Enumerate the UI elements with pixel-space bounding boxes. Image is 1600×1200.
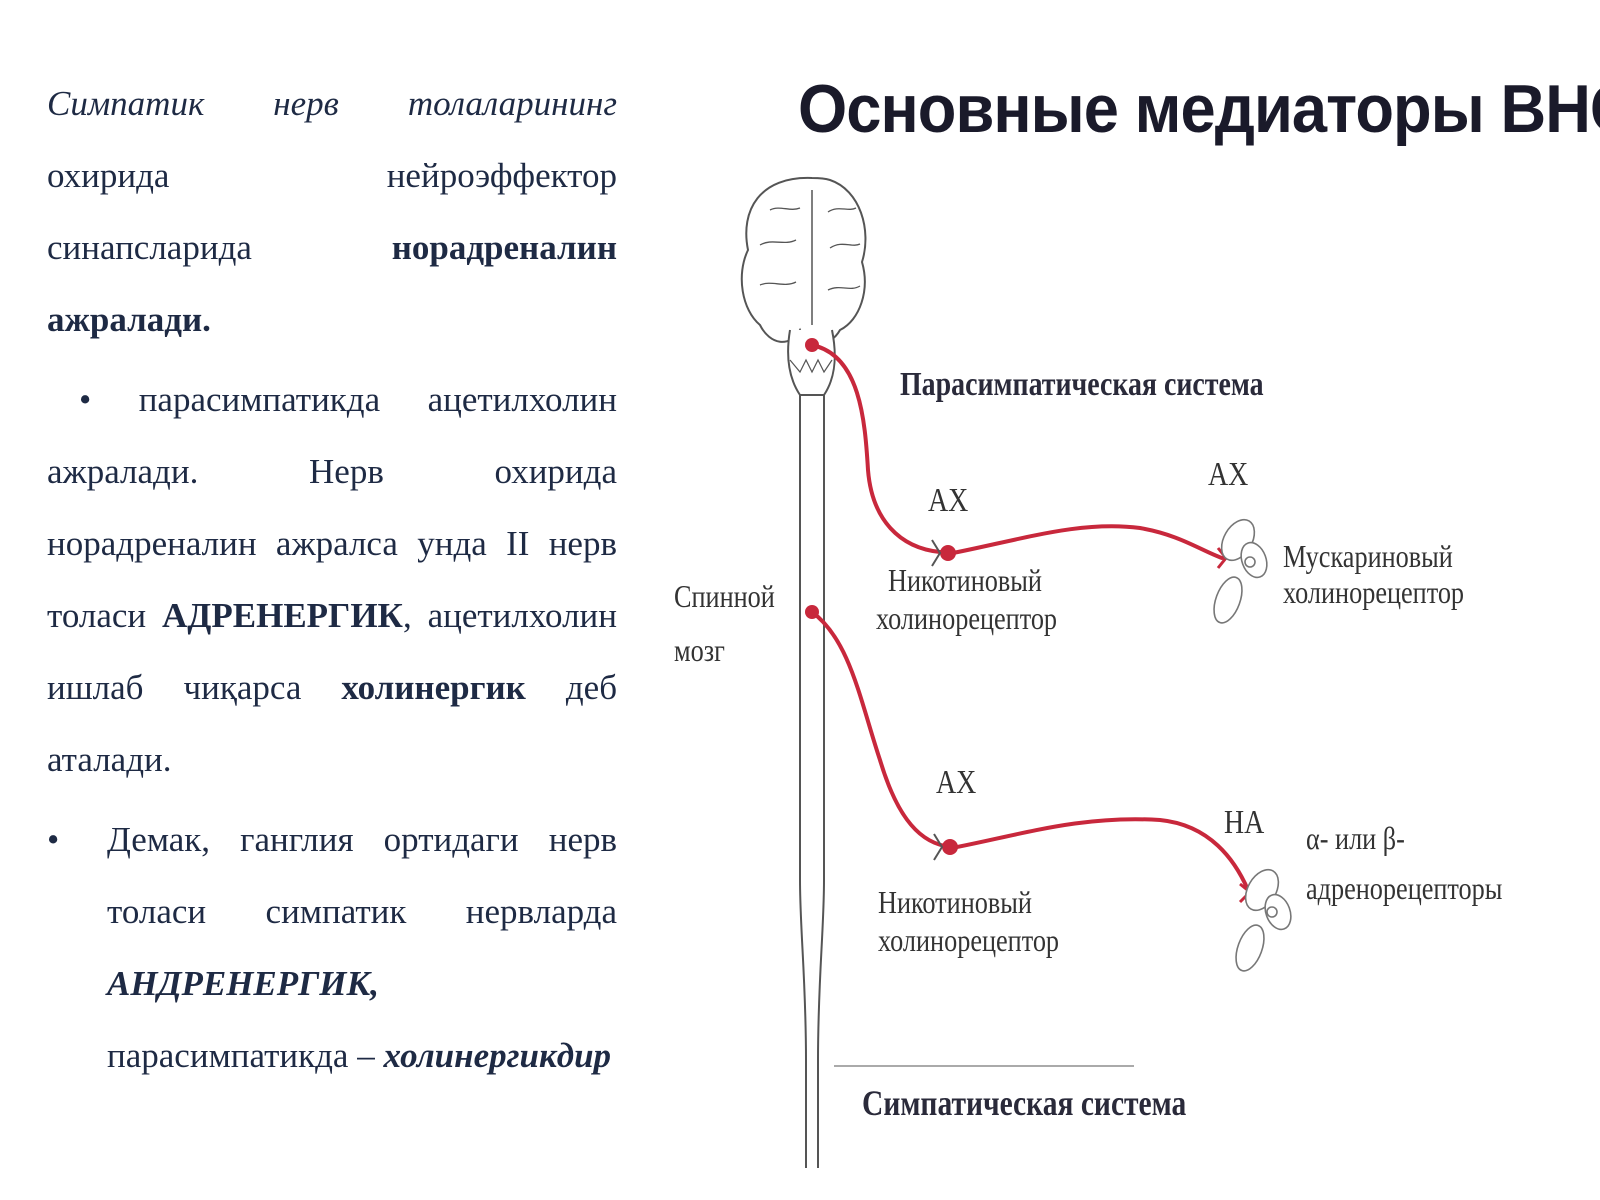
parasympathetic-system-label: Парасимпатическая система bbox=[900, 366, 1264, 403]
symp-target-receptor-line2: адренорецепторы bbox=[1306, 870, 1503, 906]
parasympathetic-pathway bbox=[810, 343, 1224, 560]
para-preganglionic-mediator: АХ bbox=[928, 482, 969, 519]
para-postganglionic-mediator: АХ bbox=[1208, 456, 1249, 493]
paragraph-1: Симпатик нерв толаларининг охирида нейро… bbox=[47, 68, 617, 356]
p3-bold-italic2: холинергикдир bbox=[383, 1036, 612, 1075]
parasympathetic-preganglionic-origin bbox=[805, 338, 819, 352]
text-column: Симпатик нерв толаларининг охирида нейро… bbox=[47, 68, 617, 1092]
spinal-cord-label-line1: Спинной bbox=[674, 578, 775, 614]
p2-plain3: деб аталади. bbox=[47, 668, 618, 779]
diagram-title: Основные медиаторы ВНС bbox=[798, 71, 1600, 147]
p1-italic: Симпатик нерв толаларининг bbox=[47, 84, 617, 123]
p3-bullet: • bbox=[47, 820, 60, 859]
p2-bullet: • bbox=[79, 380, 92, 419]
symp-ganglion-receptor-line2: холинорецептор bbox=[878, 922, 1060, 958]
symp-postganglionic-mediator: НА bbox=[1224, 804, 1265, 841]
paragraph-3: • Демак, ганглия ортидаги нерв толаси си… bbox=[47, 804, 617, 1092]
sympathetic-pathway bbox=[810, 610, 1250, 892]
para-ganglion-receptor-line2: холинорецептор bbox=[876, 600, 1058, 636]
p1-plain: охирида нейроэффектор синапсларида bbox=[47, 156, 617, 267]
sympathetic-system-label: Симпатическая система bbox=[862, 1083, 1187, 1123]
p3-bold-italic1: АНДРЕНЕРГИК, bbox=[107, 964, 380, 1003]
p2-bold2: холинергик bbox=[341, 668, 526, 707]
p2-plain1: парасимпатикда ацетилхолин ажралади. Нер… bbox=[47, 380, 618, 635]
spinal-cord-label-line2: мозг bbox=[674, 632, 725, 668]
symp-ganglion-receptor-line1: Никотиновый bbox=[878, 884, 1032, 920]
sympathetic-ganglion-synapse bbox=[942, 839, 958, 855]
sympathetic-preganglionic-origin bbox=[805, 605, 819, 619]
p2-bold1: АДРЕНЕРГИК bbox=[162, 596, 403, 635]
spinal-cord bbox=[799, 395, 825, 1168]
p2-plain2: , ацетилхолин ишлаб чиқарса bbox=[47, 596, 617, 707]
p3-plain2: парасимпатикда – bbox=[107, 1036, 375, 1075]
symp-target-receptor-line1: α- или β- bbox=[1306, 820, 1405, 856]
parasympathetic-target-cells bbox=[1213, 518, 1268, 624]
paragraph-2: • парасимпатикда ацетилхолин ажралади. Н… bbox=[47, 364, 617, 796]
sympathetic-target-cells bbox=[1235, 868, 1292, 972]
parasympathetic-ganglion-cup bbox=[931, 539, 942, 567]
para-ganglion-receptor-line1: Никотиновый bbox=[888, 562, 1042, 598]
parasympathetic-ganglion-synapse bbox=[940, 545, 956, 561]
symp-preganglionic-mediator: АХ bbox=[936, 764, 977, 801]
p1-bold: норадреналин ажралади. bbox=[47, 228, 617, 339]
para-target-receptor-line2: холинорецептор bbox=[1283, 574, 1465, 610]
p3-plain1: Демак, ганглия ортидаги нерв толаси симп… bbox=[107, 820, 617, 931]
brain-outline bbox=[740, 176, 867, 396]
sympathetic-ganglion-cup bbox=[933, 833, 944, 861]
para-target-receptor-line1: Мускариновый bbox=[1283, 538, 1453, 574]
